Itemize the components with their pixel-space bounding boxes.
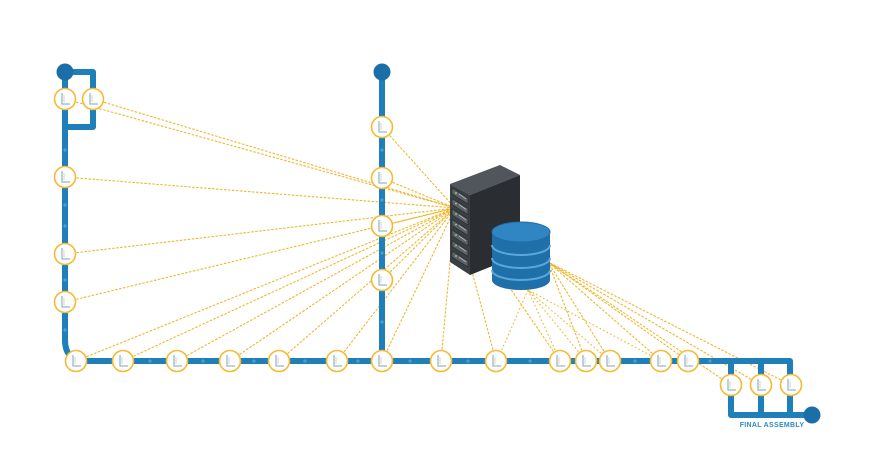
server-rack-icon: [450, 165, 520, 275]
line-endpoint-icon: [373, 63, 391, 81]
connection-line: [122, 207, 456, 362]
conveyor-dot: [380, 251, 384, 255]
connection-line: [496, 289, 529, 362]
connection-line: [176, 207, 456, 362]
sensor-station-icon: [719, 373, 743, 397]
conveyor-dot: [380, 320, 384, 324]
conveyor-dot: [380, 148, 384, 152]
conveyor-dot: [380, 198, 384, 202]
connection-lines: [64, 98, 792, 386]
connection-line: [229, 207, 456, 362]
connection-line: [64, 207, 456, 255]
connection-line: [547, 261, 689, 362]
sensor-station-icon: [484, 349, 508, 373]
conveyor-dot: [303, 359, 307, 363]
sensor-station-icon: [598, 349, 622, 373]
connection-line: [527, 289, 662, 362]
conveyor-dot: [201, 359, 205, 363]
connection-line: [527, 289, 611, 362]
conveyor-dot: [708, 359, 712, 363]
connection-line: [381, 207, 456, 362]
line-endpoint-icon: [803, 406, 821, 424]
sensor-station-icon: [218, 349, 242, 373]
sensor-station-icon: [53, 165, 77, 189]
connection-line: [278, 207, 456, 362]
conveyor-dot: [633, 359, 637, 363]
sensor-station-icon: [370, 214, 394, 238]
conveyor-dot: [63, 203, 67, 207]
sensor-station-icon: [165, 349, 189, 373]
line-endpoints: [56, 63, 821, 424]
sensor-station-icon: [370, 115, 394, 139]
conveyor-dot: [528, 359, 532, 363]
connection-line: [547, 261, 611, 362]
sensor-station-icon: [325, 349, 349, 373]
connection-line: [547, 261, 587, 362]
sensor-station-icon: [53, 87, 77, 111]
sensor-station-icon: [779, 373, 803, 397]
connection-line: [547, 261, 732, 386]
connection-line: [381, 177, 456, 209]
connection-line: [381, 126, 456, 209]
sensor-station-icon: [53, 242, 77, 266]
conveyor-dot: [63, 328, 67, 332]
sensor-station-icon: [370, 166, 394, 190]
conveyor-dot: [466, 359, 470, 363]
conveyor-dot: [356, 359, 360, 363]
sensor-station-icon: [574, 349, 598, 373]
connection-line: [336, 207, 456, 362]
final-assembly-label: FINAL ASSEMBLY: [739, 422, 805, 429]
connection-line: [547, 261, 762, 386]
connection-line: [547, 261, 792, 386]
sensor-station-icon: [749, 373, 773, 397]
connection-line: [547, 261, 662, 362]
sensor-station-icon: [53, 290, 77, 314]
sensor-station-icon: [649, 349, 673, 373]
connection-line: [381, 207, 456, 281]
sensor-station-icon: [64, 349, 88, 373]
sensor-station-icon: [429, 349, 453, 373]
conveyor-dot: [63, 224, 67, 228]
conveyor-dot: [252, 359, 256, 363]
connection-line: [75, 207, 456, 362]
connection-line: [64, 176, 456, 209]
connection-line: [92, 98, 456, 209]
sensor-station-icon: [267, 349, 291, 373]
line-endpoint-icon: [56, 63, 74, 81]
connection-line: [64, 207, 456, 303]
sensor-station-icon: [548, 349, 572, 373]
conveyor-dot: [148, 359, 152, 363]
connection-line: [527, 289, 587, 362]
sensor-stations: [53, 87, 803, 397]
connection-line: [381, 207, 456, 227]
connection-line: [64, 98, 456, 209]
sensor-station-icon: [676, 349, 700, 373]
sensor-station-icon: [111, 349, 135, 373]
connection-line: [527, 289, 561, 362]
sensor-station-icon: [370, 349, 394, 373]
sensor-station-icon: [370, 268, 394, 292]
conveyor-dot: [408, 359, 412, 363]
conveyor-dot: [63, 148, 67, 152]
conveyor-dot: [63, 278, 67, 282]
database-icon: [491, 221, 551, 290]
sensor-station-icon: [81, 87, 105, 111]
